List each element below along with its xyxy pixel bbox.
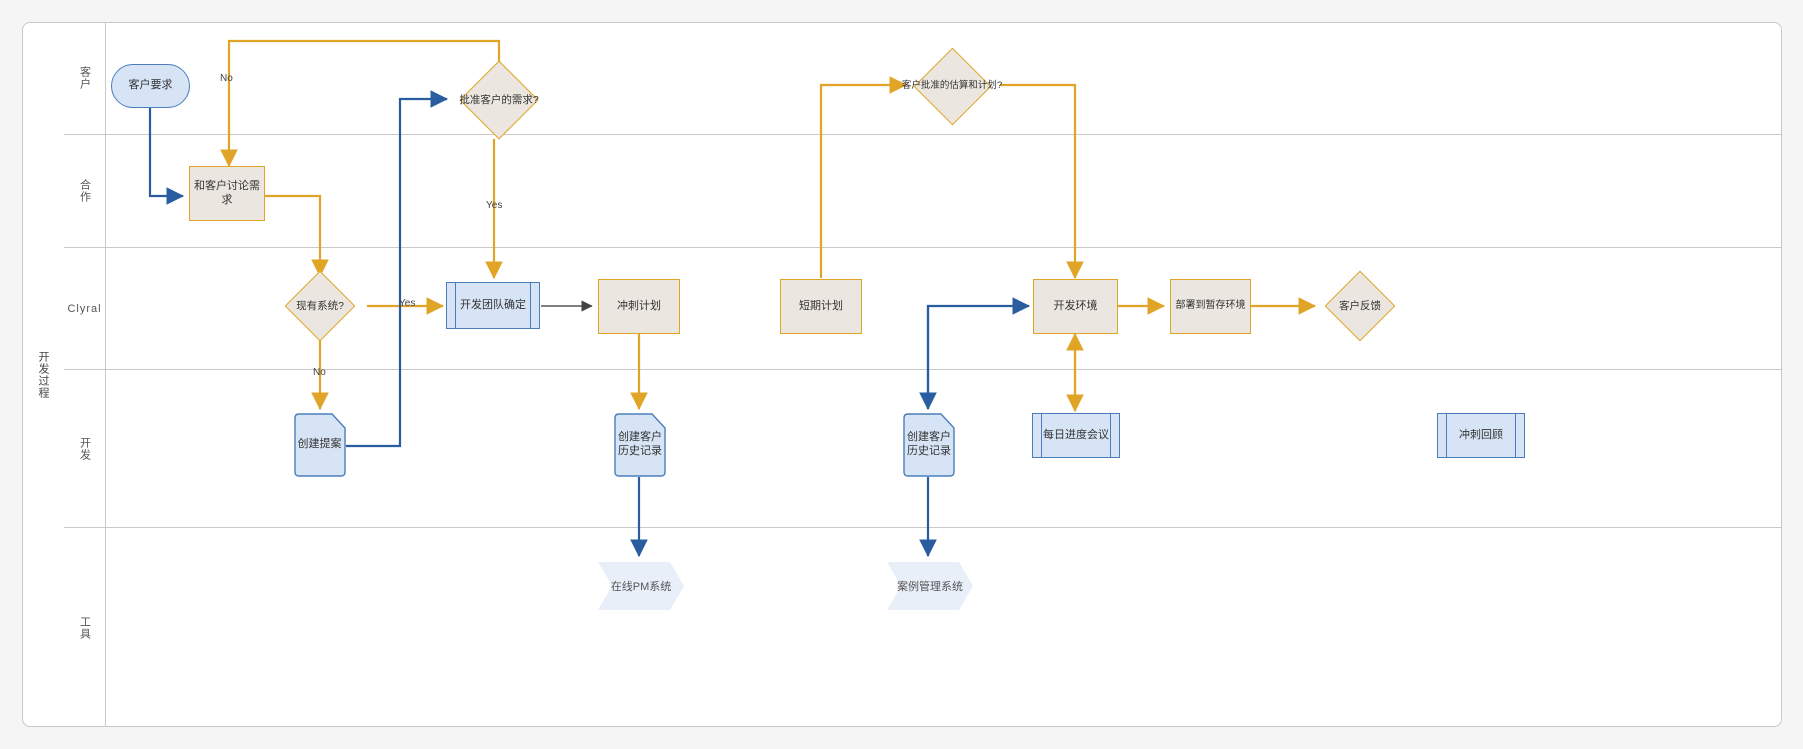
edge-label-yes-mid: Yes [486,200,503,211]
pool-title: 开发过程 [22,22,64,727]
node-create-proposal-label: 创建提案 [297,438,342,451]
edge-label-yes-left: Yes [399,298,416,309]
node-short-term-plan-label: 短期计划 [799,299,843,312]
node-sprint-retrospective-label: 冲刺回顾 [1459,428,1503,441]
node-customer-feedback[interactable]: 客户反馈 [1310,270,1410,342]
edge-label-no-left: No [313,367,326,378]
chevron-shape [598,562,684,610]
lane-label-cooperation-text: 合作 [78,179,91,203]
node-create-client-history-1-label: 创建客户历史记录 [618,431,662,457]
lane-cooperation: 合作 [64,135,1782,248]
node-customer-request[interactable]: 客户要求 [111,64,190,108]
lane-tools: 工具 [64,528,1782,727]
lane-customer: 客户 [64,22,1782,135]
node-sprint-retrospective[interactable]: 冲刺回顾 [1437,413,1525,458]
node-customer-feedback-label: 客户反馈 [1339,299,1381,312]
node-customer-approve-estimate[interactable]: 客户批准的估算和计划? [898,47,1006,125]
lane-label-tools-text: 工具 [78,615,91,640]
node-dev-environment[interactable]: 开发环境 [1033,279,1118,334]
node-deploy-staging-label: 部署到暂存环境 [1175,300,1246,312]
lane-label-customer-text: 客户 [78,66,91,90]
node-customer-request-label: 客户要求 [128,79,173,92]
node-create-client-history-1[interactable]: 创建客户历史记录 [612,412,667,478]
node-sprint-plan-label: 冲刺计划 [617,299,661,312]
lane-label-development: 开发 [64,370,106,527]
lane-label-customer: 客户 [64,22,106,134]
node-create-client-history-2-label: 创建客户历史记录 [907,431,951,457]
node-approve-requirements[interactable]: 批准客户的需求? [441,60,557,140]
node-online-pm-system-label: 在线PM系统 [610,581,672,593]
node-sprint-plan[interactable]: 冲刺计划 [598,279,680,334]
node-short-term-plan[interactable]: 短期计划 [780,279,862,334]
lane-container: 客户 合作 Clyral 开发 工具 [64,22,1782,727]
pool-title-label: 开发过程 [37,350,49,399]
node-discuss-requirements[interactable]: 和客户讨论需求 [189,166,265,221]
lane-label-development-text: 开发 [78,436,91,461]
node-existing-system[interactable]: 现有系统? [271,270,369,342]
node-daily-progress-meeting[interactable]: 每日进度会议 [1032,413,1120,458]
lane-label-clyral: Clyral [64,248,106,369]
node-daily-progress-meeting-label: 每日进度会议 [1043,428,1109,441]
document-shape [294,413,346,477]
edge-label-no-top: No [220,73,233,84]
node-dev-environment-label: 开发环境 [1053,299,1098,312]
node-case-management-system[interactable]: 案例管理系统 [887,562,973,610]
document-shape [903,413,955,477]
document-shape [614,413,666,477]
node-create-client-history-2[interactable]: 创建客户历史记录 [901,412,956,478]
node-online-pm-system[interactable]: 在线PM系统 [598,562,684,610]
node-create-proposal[interactable]: 创建提案 [292,412,347,478]
node-dev-team-confirm-label: 开发团队确定 [460,298,526,311]
node-case-management-system-label: 案例管理系统 [897,581,963,593]
node-deploy-staging[interactable]: 部署到暂存环境 [1170,279,1251,334]
lane-development: 开发 [64,370,1782,528]
lane-clyral: Clyral [64,248,1782,370]
node-customer-approve-estimate-label: 客户批准的估算和计划? [901,80,1003,92]
lane-label-clyral-text: Clyral [67,302,102,315]
node-dev-team-confirm[interactable]: 开发团队确定 [446,282,540,329]
lane-label-cooperation: 合作 [64,135,106,247]
node-existing-system-label: 现有系统? [296,299,344,312]
node-approve-requirements-label: 批准客户的需求? [459,93,539,106]
chevron-shape [887,562,973,610]
lane-label-tools: 工具 [64,528,106,727]
node-discuss-requirements-label: 和客户讨论需求 [194,179,260,206]
